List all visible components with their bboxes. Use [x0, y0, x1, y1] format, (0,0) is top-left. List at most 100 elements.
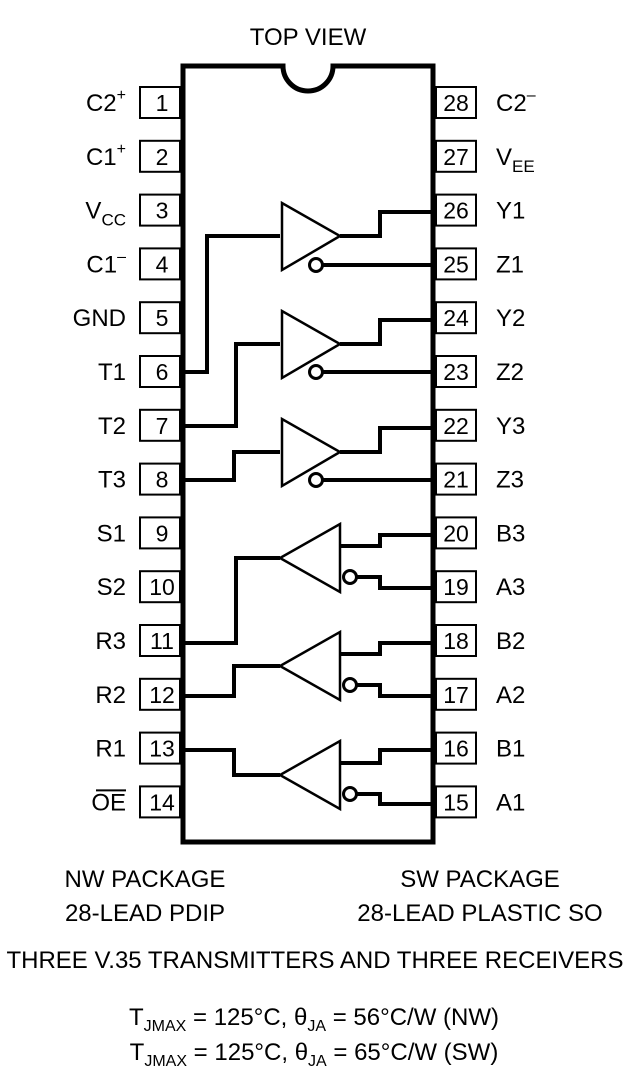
pin-label-8: T3: [98, 467, 126, 494]
pin-label-19: A3: [496, 574, 525, 601]
pin-box-9: [139, 516, 181, 550]
pin-label-5: GND: [73, 305, 126, 332]
pin-label-17: A2: [496, 682, 525, 709]
pin-box-20: [435, 516, 477, 550]
pin-box-26: [435, 193, 477, 227]
pin-box-18: [435, 624, 477, 657]
right-package-desc: 28-LEAD PLASTIC SO: [357, 900, 602, 927]
pin-label-4: C1–: [86, 248, 126, 278]
pin-label-20: B3: [496, 520, 525, 547]
pin-number-3: 3: [156, 198, 169, 224]
pin-number-12: 12: [149, 682, 175, 708]
pin-label-22: Y3: [496, 413, 525, 440]
pin-box-17: [435, 677, 477, 711]
pin-label-6: T1: [98, 359, 126, 386]
pin-number-28: 28: [443, 90, 469, 116]
pin-box-6: [139, 355, 181, 388]
thermal-line-nw: TJMAX = 125°C, θJA = 56°C/W (NW): [129, 1004, 499, 1035]
pin-label-1: C2+: [86, 87, 126, 117]
pin-box-23: [435, 355, 477, 388]
pin-box-15: [435, 785, 477, 819]
pin-label-16: B1: [496, 736, 525, 763]
pin-number-6: 6: [156, 359, 169, 385]
pin-label-28: C2–: [496, 87, 536, 117]
left-package-name: NW PACKAGE: [65, 866, 226, 893]
transmitter-1: [183, 200, 433, 374]
pin-number-22: 22: [443, 413, 469, 439]
right-pin-column: 28 C2– 27 VEE 26 Y1 25 Z1 24 Y2 23 Z2 22 Y3 21 Z3 20 B3 19…: [435, 86, 536, 819]
pin-number-7: 7: [156, 413, 169, 439]
receiver-2: [183, 629, 433, 703]
pin-number-8: 8: [156, 467, 169, 493]
right-package-name: SW PACKAGE: [400, 866, 560, 893]
pin-number-27: 27: [443, 144, 469, 170]
pin-box-11: [139, 624, 181, 657]
pin-number-13: 13: [149, 736, 175, 762]
pin-number-11: 11: [150, 628, 174, 654]
pin-number-1: 1: [156, 90, 169, 116]
pin-label-27: VEE: [496, 144, 535, 176]
pin-number-14: 14: [149, 789, 175, 815]
pin-label-15: A1: [496, 789, 525, 816]
pin-number-26: 26: [443, 198, 469, 224]
pin-box-27: [435, 139, 477, 173]
pin-box-7: [139, 408, 181, 442]
pin-number-24: 24: [443, 305, 469, 331]
pin-label-3: VCC: [85, 198, 126, 230]
pin-number-2: 2: [156, 144, 169, 170]
pin-number-15: 15: [443, 789, 469, 815]
pin-box-2: [139, 139, 181, 173]
diagram-caption: THREE V.35 TRANSMITTERS AND THREE RECEIV…: [6, 947, 623, 974]
pin-label-23: Z2: [496, 359, 524, 386]
pin-box-14: [139, 785, 181, 819]
pin-label-13: R1: [95, 736, 126, 763]
view-label: TOP VIEW: [250, 24, 367, 51]
pin-box-3: [139, 193, 181, 227]
pin-box-22: [435, 408, 477, 442]
pin-number-17: 17: [443, 682, 469, 708]
pin-box-5: [139, 301, 181, 335]
left-package-desc: 28-LEAD PDIP: [65, 900, 225, 927]
pin-box-12: [139, 677, 181, 711]
pin-label-26: Y1: [496, 198, 525, 225]
pin-label-10: S2: [97, 574, 126, 601]
pin-label-25: Z1: [496, 251, 524, 278]
pin-number-18: 18: [443, 628, 469, 654]
pin-box-28: [435, 86, 477, 119]
pin-number-4: 4: [156, 251, 169, 277]
pin-box-10: [139, 570, 181, 604]
receiver-1: [183, 738, 433, 812]
pin-box-4: [139, 247, 181, 281]
pin-number-16: 16: [443, 736, 469, 762]
pin-box-25: [435, 247, 477, 281]
pin-number-20: 20: [443, 520, 469, 546]
pin-label-12: R2: [95, 682, 126, 709]
pin-number-10: 10: [149, 574, 175, 600]
transmitter-2: [183, 308, 433, 428]
pin-label-11: R3: [95, 628, 126, 655]
pin-label-14: OE: [91, 789, 126, 816]
receiver-3: [183, 521, 433, 645]
pin-number-5: 5: [156, 305, 169, 331]
pin-number-19: 19: [443, 574, 469, 600]
pin-number-25: 25: [443, 251, 469, 277]
pin-label-2: C1+: [86, 141, 126, 171]
pin-number-21: 21: [443, 467, 469, 493]
thermal-line-sw: TJMAX = 125°C, θJA = 65°C/W (SW): [130, 1039, 499, 1070]
pin-number-23: 23: [443, 359, 469, 385]
pin-box-24: [435, 301, 477, 335]
left-pin-column: 1C2+2C1+3VCC4C1–5GND6T17T28T39S110S211R3…: [73, 86, 181, 819]
pin-number-9: 9: [156, 520, 169, 546]
pin-label-18: B2: [496, 628, 525, 655]
pin-label-24: Y2: [496, 305, 525, 332]
pin-box-16: [435, 731, 477, 765]
pin-box-19: [435, 570, 477, 604]
transmitter-3: [183, 416, 433, 489]
pin-box-21: [435, 462, 477, 496]
pin-label-9: S1: [97, 520, 126, 547]
pin-box-1: [139, 86, 181, 119]
pin-box-13: [139, 731, 181, 765]
pin-label-21: Z3: [496, 467, 524, 494]
pin-box-8: [139, 462, 181, 496]
